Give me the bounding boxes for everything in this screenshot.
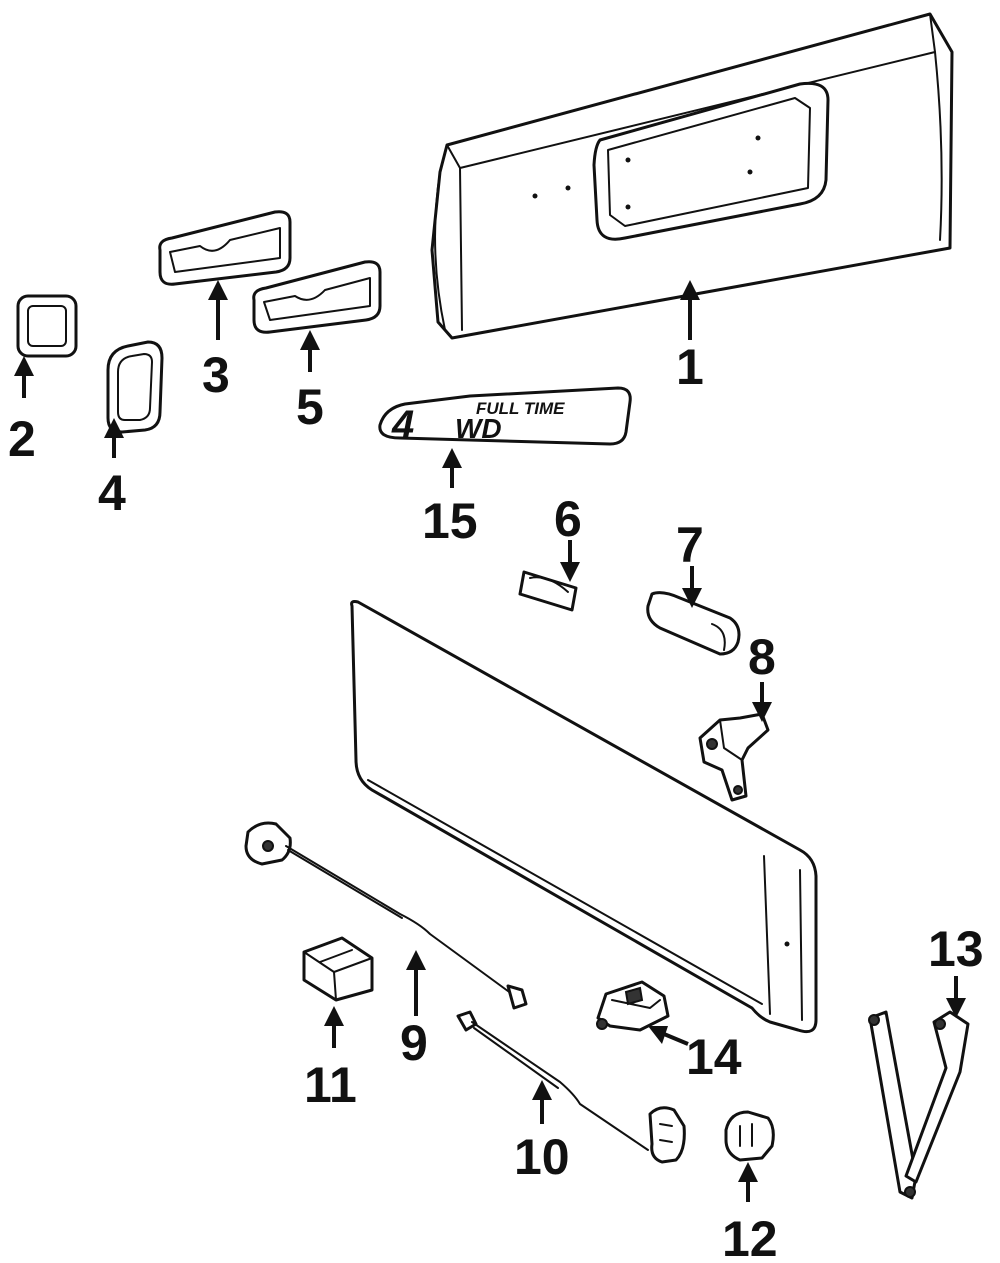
- part-10-release-rod: [456, 1010, 686, 1164]
- callout-labels: 1 2 3 4 5 6 7 8 9 10 11 12 13 14 15: [8, 339, 984, 1263]
- part-5-lamp-lens: [252, 260, 382, 334]
- callout-8: 8: [748, 629, 776, 685]
- callout-1: 1: [676, 339, 704, 395]
- callout-13: 13: [928, 921, 984, 977]
- emblem-line1: FULL TIME: [476, 399, 565, 418]
- callout-4: 4: [98, 465, 126, 521]
- part-8-latch: [698, 712, 770, 802]
- emblem-big-digit: 4: [391, 403, 414, 447]
- part-6-handle-bezel: [518, 570, 578, 612]
- part-14-hinge: [596, 980, 670, 1032]
- part-11-bumper-block: [302, 936, 374, 1002]
- callout-12: 12: [722, 1211, 778, 1263]
- part-12-bracket-cap: [724, 1110, 775, 1162]
- part-4-gasket: [106, 340, 164, 434]
- callout-3: 3: [202, 347, 230, 403]
- part-3-lamp-lens: [158, 210, 292, 286]
- callout-11: 11: [304, 1057, 357, 1113]
- callout-7: 7: [676, 517, 704, 573]
- part-1-tailgate-panel: [430, 12, 954, 340]
- callout-5: 5: [296, 379, 324, 435]
- part-13-support-strap: [868, 1010, 970, 1200]
- callout-15: 15: [422, 493, 478, 549]
- part-9-lock-rod: [244, 821, 528, 1010]
- callout-2: 2: [8, 411, 36, 467]
- part-7-handle: [646, 591, 741, 656]
- callout-6: 6: [554, 491, 582, 547]
- callout-9: 9: [400, 1015, 428, 1071]
- callout-14: 14: [686, 1029, 742, 1085]
- part-15-emblem: FULL TIME 4 WD: [378, 386, 632, 447]
- part-2-lamp-gasket: [16, 294, 78, 358]
- tailgate-door-shell: [350, 600, 818, 1034]
- emblem-big-letters: WD: [455, 413, 502, 444]
- callout-10: 10: [514, 1129, 570, 1185]
- leader-arrows: [14, 280, 966, 1202]
